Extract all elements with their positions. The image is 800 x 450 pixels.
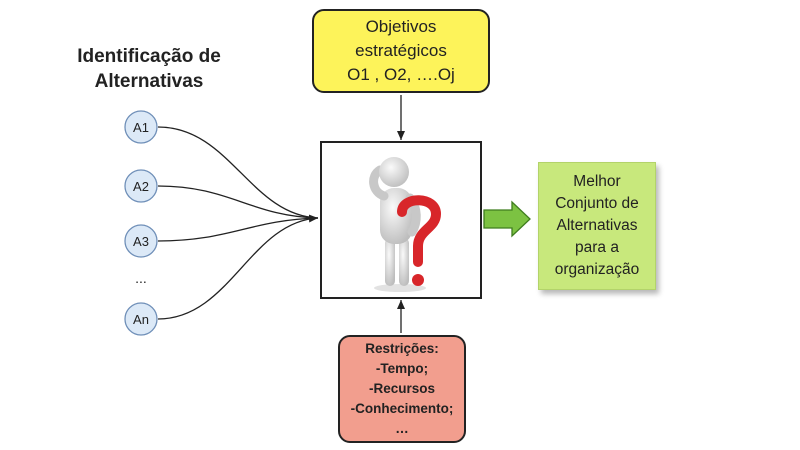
result-line-3: Alternativas [556,217,638,234]
objectives-line-2: estratégicos [355,41,447,60]
result-line-5: organização [554,261,640,278]
connector-a3 [157,217,319,242]
node-label-a2: A2 [133,178,149,194]
constraints-line-1: Restrições: [365,341,439,356]
alternative-node-a1 [124,110,158,144]
objectives-box: Objetivos estratégicos O1 , O2, ….Oj [312,9,490,93]
objectives-line-3: O1 , O2, ….Oj [347,65,455,84]
node-label-a1: A1 [133,119,149,135]
constraints-line-2: -Tempo; [375,361,429,376]
objectives-line-1: Objetivos [365,17,437,36]
connector-a1 [157,126,319,219]
connector-a2 [157,185,319,219]
ellipsis-label: ... [135,270,147,286]
result-box: Melhor Conjunto de Alternativas para a o… [538,162,656,290]
constraints-line-4: -Conhecimento; [350,401,454,416]
node-label-a3: A3 [133,233,149,249]
constraints-line-3: -Recursos [368,381,436,396]
result-line-2: Conjunto de [555,195,639,212]
alternatives-heading: Identificação de Alternativas [60,44,238,94]
green-arrow [483,200,531,238]
node-label-an: An [133,311,149,327]
alternative-node-a2 [124,169,158,203]
result-line-4: para a [575,239,619,256]
constraints-box: Restrições: -Tempo; -Recursos -Conhecime… [338,335,466,443]
alternative-node-an [124,302,158,336]
heading-line-1: Identificação de [77,46,221,67]
alternative-node-a3 [124,224,158,258]
heading-line-2: Alternativas [94,71,204,92]
connector-an [157,214,319,320]
thinking-person-question-mark-icon [369,157,442,292]
result-line-1: Melhor [573,173,621,190]
constraints-line-5: … [395,421,409,436]
